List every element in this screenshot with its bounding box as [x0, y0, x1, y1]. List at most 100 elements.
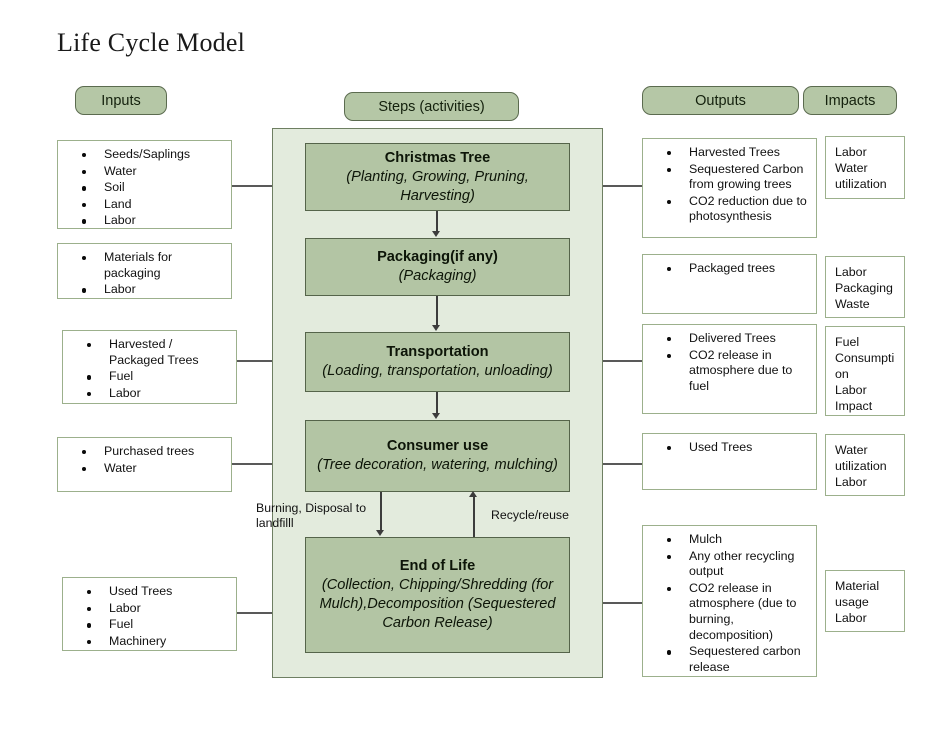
connector-input-1 [232, 185, 274, 187]
header-inputs: Inputs [75, 86, 167, 115]
output-box-1: Harvested Trees Sequestered Carbon from … [642, 138, 817, 238]
list-item: Water [82, 461, 223, 477]
impact-box-1: Labor Water utilization [825, 136, 905, 199]
header-impacts-label: Impacts [824, 92, 876, 109]
input-box-1: Seeds/Saplings Water Soil Land Labor [57, 140, 232, 229]
arrow-line-recycle [473, 497, 475, 537]
step-title: End of Life [399, 558, 476, 574]
list-item: Labor [82, 282, 223, 298]
list-item: Harvested Trees [667, 145, 808, 161]
header-steps: Steps (activities) [344, 92, 519, 121]
arrow-head-recycle [469, 491, 477, 497]
list-item: Fuel [87, 617, 228, 633]
step-detail: (Collection, Chipping/Shredding (for Mul… [319, 577, 556, 631]
impact-box-3: Fuel Consumpti on Labor Impact [825, 326, 905, 416]
output-box-5: Mulch Any other recycling output CO2 rel… [642, 525, 817, 677]
list-item: Used Trees [87, 584, 228, 600]
step-title: Packaging(if any) [377, 249, 498, 265]
step-box-end-of-life[interactable]: End of Life (Collection, Chipping/Shredd… [305, 537, 570, 653]
list-item: Harvested / Packaged Trees [87, 337, 228, 368]
arrow-line-1 [436, 211, 438, 232]
connector-output-4 [603, 463, 642, 465]
arrow-head-2 [432, 325, 440, 331]
impact-line: Labor [835, 611, 867, 625]
list-item: CO2 release in atmosphere due to fuel [667, 348, 808, 395]
arrow-line-2 [436, 296, 438, 326]
edge-label-burning: Burning, Disposal to landfilll [256, 501, 367, 530]
impact-line: utilization [835, 177, 887, 191]
step-detail: (Loading, transportation, unloading) [322, 363, 553, 379]
impact-line: utilization [835, 459, 887, 473]
impact-line: Fuel [835, 335, 860, 349]
impact-line: usage [835, 595, 869, 609]
input-box-2: Materials for packaging Labor [57, 243, 232, 299]
impact-line: Waste [835, 297, 870, 311]
impact-line: Labor [835, 383, 867, 397]
list-item: Sequestered carbon release [667, 644, 808, 675]
list-item: Labor [87, 386, 228, 402]
connector-output-5 [603, 602, 642, 604]
impact-line: Material [835, 579, 880, 593]
header-outputs-label: Outputs [695, 92, 746, 109]
list-item: Fuel [87, 369, 228, 385]
header-inputs-label: Inputs [101, 92, 141, 109]
impact-line: Consumpti [835, 351, 895, 365]
step-title: Transportation [386, 344, 489, 360]
list-item: Seeds/Saplings [82, 147, 223, 163]
input-box-4: Purchased trees Water [57, 437, 232, 492]
header-impacts: Impacts [803, 86, 897, 115]
list-item: CO2 release in atmosphere (due to burnin… [667, 581, 808, 643]
arrow-head-burning [376, 530, 384, 536]
header-outputs: Outputs [642, 86, 799, 115]
arrow-line-burning [380, 492, 382, 531]
output-box-2: Packaged trees [642, 254, 817, 314]
step-detail: (Tree decoration, watering, mulching) [317, 457, 558, 473]
output-box-3: Delivered Trees CO2 release in atmospher… [642, 324, 817, 414]
list-item: Mulch [667, 532, 808, 548]
step-title: Christmas Tree [384, 149, 491, 166]
impact-line: Labor [835, 265, 867, 279]
list-item: CO2 reduction due to photosynthesis [667, 193, 807, 224]
arrow-head-3 [432, 413, 440, 419]
arrow-line-3 [436, 392, 438, 414]
arrow-head-1 [432, 231, 440, 237]
impact-line: Water [835, 443, 868, 457]
step-box-consumer-use[interactable]: Consumer use (Tree decoration, watering,… [305, 420, 570, 492]
step-detail: (Packaging) [398, 268, 477, 284]
list-item: Packaged trees [667, 261, 808, 277]
header-steps-label: Steps (activities) [378, 98, 485, 115]
list-item: Sequestered Carbon from growing trees [667, 162, 808, 193]
impact-line: on [835, 367, 849, 381]
impact-line: Labor [835, 475, 867, 489]
output-box-4: Used Trees [642, 433, 817, 490]
list-item: Labor [87, 601, 228, 617]
step-box-transportation[interactable]: Transportation (Loading, transportation,… [305, 332, 570, 392]
page-title: Life Cycle Model [57, 28, 246, 57]
list-item: Soil [82, 180, 223, 196]
list-item: Purchased trees [82, 444, 223, 460]
list-item: Delivered Trees [667, 331, 808, 347]
list-item: Materials for packaging [82, 250, 223, 281]
list-item: Machinery [87, 634, 228, 650]
step-box-packaging[interactable]: Packaging(if any) (Packaging) [305, 238, 570, 296]
connector-output-3 [603, 360, 642, 362]
input-box-3: Harvested / Packaged Trees Fuel Labor [62, 330, 237, 404]
impact-line: Impact [835, 399, 873, 413]
impact-box-4: Water utilization Labor [825, 434, 905, 496]
list-item: Any other recycling output [667, 549, 808, 580]
impact-box-2: Labor Packaging Waste [825, 256, 905, 318]
impact-line: Water [835, 161, 868, 175]
list-item: Land [82, 197, 223, 213]
edge-label-recycle: Recycle/reuse [491, 508, 569, 522]
connector-input-3 [237, 360, 274, 362]
connector-output-1 [603, 185, 642, 187]
step-box-christmas-tree[interactable]: Christmas Tree (Planting, Growing, Pruni… [305, 143, 570, 211]
list-item: Water [82, 164, 223, 180]
connector-input-5 [237, 612, 274, 614]
connector-input-4 [232, 463, 274, 465]
input-box-5: Used Trees Labor Fuel Machinery [62, 577, 237, 651]
impact-line: Packaging [835, 281, 893, 295]
list-item: Used Trees [667, 440, 808, 456]
list-item: Labor [82, 213, 223, 229]
